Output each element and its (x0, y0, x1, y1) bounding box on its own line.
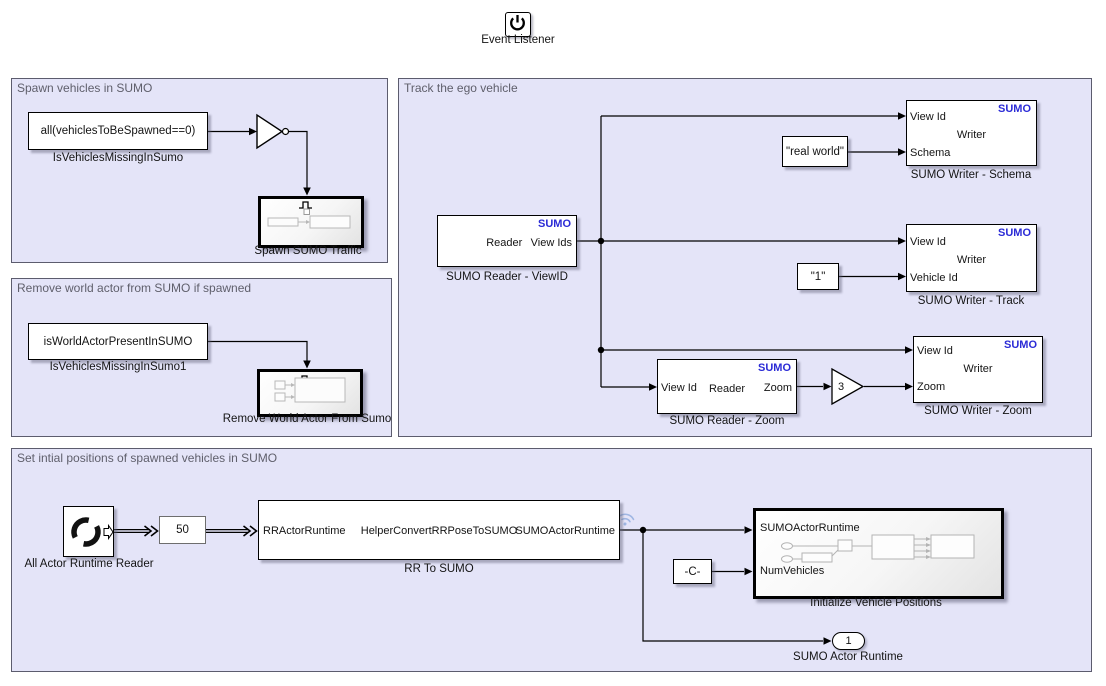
sumo-writer-zoom-block[interactable]: SUMO View Id Writer Zoom (913, 336, 1043, 403)
sumo-actor-runtime-outport[interactable]: 1 (832, 632, 865, 650)
spawn-sumo-traffic-label: Spawn SUMO Traffic (254, 245, 362, 257)
spawn-sumo-traffic-subsystem[interactable] (258, 196, 364, 248)
sumo-reader-zoom-block[interactable]: SUMO View Id Reader Zoom (657, 359, 797, 414)
sumo-writer-track-label: SUMO Writer - Track (917, 295, 1025, 307)
sumo-writer-schema-block[interactable]: SUMO View Id Writer Schema (906, 100, 1037, 166)
sumo-writer-schema-label: SUMO Writer - Schema (910, 169, 1032, 181)
sumo-writer-track-block[interactable]: SUMO View Id Writer Vehicle Id (906, 224, 1037, 292)
not-gate-icon (256, 113, 290, 150)
initialize-vehicle-positions-label: Initialize Vehicle Positions (810, 597, 942, 609)
trigger-subsystem-thumbnail (274, 375, 346, 403)
block-center-text: Reader (708, 383, 746, 395)
constant-value: -C- (684, 565, 701, 578)
c-constant-block[interactable]: -C- (673, 559, 712, 584)
constant-value: "1" (810, 270, 826, 283)
rr-to-sumo-block[interactable]: RRActorRuntime HelperConvertRRPoseToSUMO… (258, 500, 620, 560)
sumo-brand: SUMO (1004, 339, 1037, 351)
remove-world-actor-label: Remove World Actor From Sumo (222, 413, 392, 425)
port-view-ids: View Ids (530, 237, 572, 249)
area-spawn-vehicles-title: Spawn vehicles in SUMO (17, 81, 153, 95)
port-sumo-actor-runtime: SUMOActorRuntime (760, 522, 860, 534)
all-actor-runtime-reader-label: All Actor Runtime Reader (24, 558, 154, 570)
area-remove-world-actor-title: Remove world actor from SUMO if spawned (17, 281, 252, 295)
event-listener-block[interactable] (505, 12, 531, 37)
sumo-writer-zoom-label: SUMO Writer - Zoom (924, 405, 1032, 417)
is-world-actor-present-block[interactable]: isWorldActorPresentInSUMO (28, 323, 208, 360)
port-view-id: View Id (910, 236, 946, 248)
initialize-vehicle-positions-subsystem[interactable]: SUMOActorRuntime NumVehicles (753, 508, 1004, 599)
port-zoom: Zoom (917, 381, 946, 393)
constant-value: 50 (176, 524, 189, 536)
outport-number: 1 (845, 635, 852, 647)
area-set-initial-positions-title: Set intial positions of spawned vehicles… (17, 451, 278, 465)
port-zoom: Zoom (763, 382, 792, 394)
is-vehicles-missing-label: IsVehiclesMissingInSumo (52, 152, 184, 164)
subsystem-thumbnail (781, 534, 975, 563)
remove-world-actor-subsystem[interactable] (257, 369, 363, 417)
fifty-constant-block[interactable]: 50 (159, 516, 206, 544)
actor-runtime-reader-icon (71, 517, 113, 547)
port-num-vehicles: NumVehicles (760, 565, 825, 577)
port-schema: Schema (910, 147, 951, 159)
sumo-brand: SUMO (758, 362, 791, 374)
one-constant-block[interactable]: "1" (797, 263, 839, 290)
block-center-text: Writer (963, 363, 993, 375)
real-world-constant-block[interactable]: "real world" (782, 136, 848, 167)
port-rr-actor-runtime: RRActorRuntime (263, 525, 346, 537)
gain-block[interactable]: 3 (830, 367, 866, 407)
is-world-actor-present-expression: isWorldActorPresentInSUMO (43, 335, 193, 348)
port-view-id: View Id (910, 111, 946, 123)
constant-value: "real world" (785, 145, 845, 158)
is-vehicles-missing-block[interactable]: all(vehiclesToBeSpawned==0) (28, 112, 208, 150)
sumo-reader-zoom-label: SUMO Reader - Zoom (669, 415, 785, 427)
not-operator-block[interactable] (255, 113, 291, 151)
gain-value: 3 (838, 380, 845, 393)
rr-to-sumo-label: RR To SUMO (404, 563, 474, 575)
is-world-actor-present-label: IsVehiclesMissingInSumo1 (49, 361, 187, 373)
port-vehicle-id: Vehicle Id (910, 272, 958, 284)
sumo-reader-viewid-block[interactable]: SUMO Reader View Ids (437, 215, 577, 267)
sumo-brand: SUMO (998, 227, 1031, 239)
sumo-brand: SUMO (538, 218, 571, 230)
port-view-id: View Id (917, 345, 953, 357)
is-vehicles-missing-expression: all(vehiclesToBeSpawned==0) (40, 125, 196, 137)
block-center-text: Reader (486, 237, 523, 249)
trigger-subsystem-thumbnail (267, 201, 351, 229)
sumo-reader-viewid-label: SUMO Reader - ViewID (446, 271, 568, 283)
area-spawn-vehicles: Spawn vehicles in SUMO (11, 78, 388, 263)
block-center-text: HelperConvertRRPoseToSUMO (360, 525, 518, 537)
block-center-text: Writer (956, 129, 987, 141)
all-actor-runtime-reader-block[interactable] (63, 506, 114, 557)
sumo-brand: SUMO (998, 103, 1031, 115)
port-sumo-actor-runtime: SUMOActorRuntime (515, 525, 615, 537)
block-center-text: Writer (956, 254, 987, 266)
port-view-id: View Id (661, 382, 697, 394)
area-track-ego-vehicle-title: Track the ego vehicle (404, 81, 518, 95)
gain-triangle-icon (831, 367, 865, 406)
event-listener-label: Event Listener (481, 34, 555, 46)
power-icon (510, 15, 525, 31)
sumo-actor-runtime-outport-label: SUMO Actor Runtime (793, 651, 903, 663)
